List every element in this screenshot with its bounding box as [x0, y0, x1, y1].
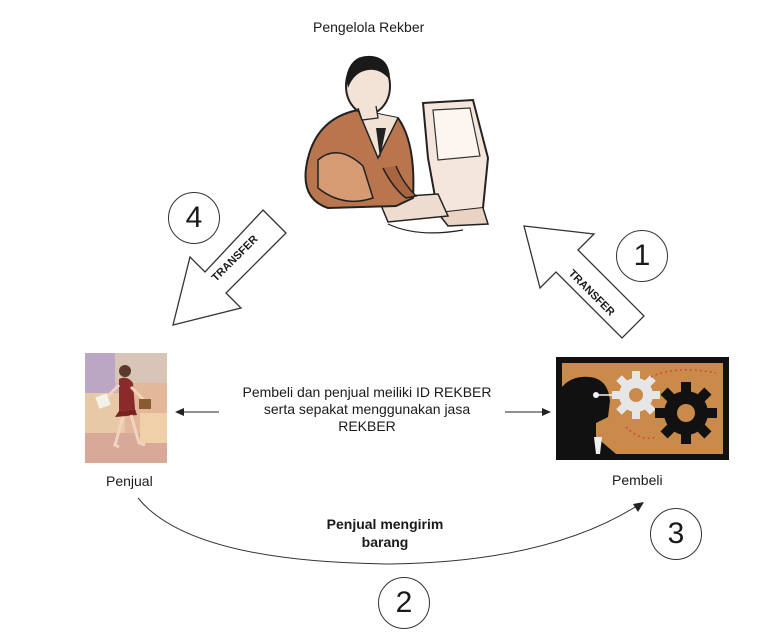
buyer-label: Pembeli [612, 472, 663, 488]
transfer-arrow-from-buyer: TRANSFER [523, 225, 645, 339]
shipping-text: Penjual mengirim barang [310, 515, 460, 551]
agreement-line-2: serta sepakat menggunakan jasa [263, 401, 471, 417]
transfer-arrow-to-seller: TRANSFER [172, 209, 287, 326]
shipping-line-1: Penjual mengirim [326, 516, 444, 532]
seller-illustration [85, 353, 167, 463]
buyer-illustration [556, 357, 729, 460]
shipping-line-2: barang [361, 534, 409, 550]
step-1-circle: 1 [616, 230, 668, 282]
manager-at-computer-illustration [304, 55, 490, 234]
manager-label: Pengelola Rekber [313, 19, 425, 35]
step-3-circle: 3 [650, 508, 702, 560]
shipping-curve-arrow [137, 497, 644, 565]
seller-label: Penjual [106, 473, 153, 489]
agreement-double-arrow [175, 408, 551, 416]
agreement-line-3: REKBER [338, 418, 396, 434]
agreement-text: Pembeli dan penjual meiliki ID REKBER se… [212, 384, 522, 435]
step-2-circle: 2 [378, 577, 430, 629]
step-4-circle: 4 [168, 192, 220, 244]
agreement-line-1: Pembeli dan penjual meiliki ID REKBER [242, 384, 492, 400]
